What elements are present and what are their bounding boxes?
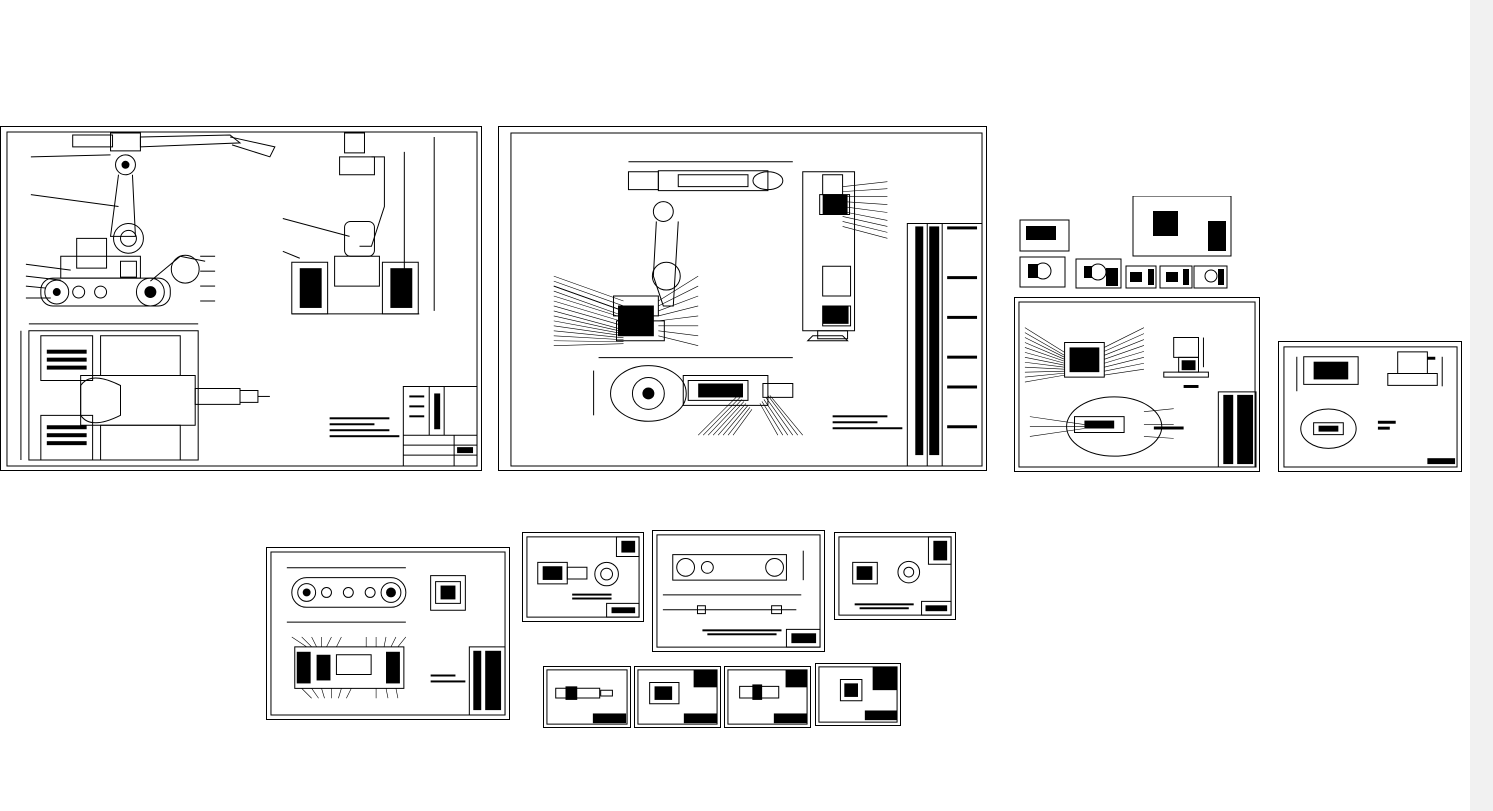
- shaft-part-a-drawing: [523, 533, 643, 621]
- link-plate-drawing: [653, 531, 824, 651]
- wrist-assembly-drawing: [1279, 342, 1461, 471]
- vertical-scrollbar-track[interactable]: [1470, 0, 1493, 811]
- track-chassis-drawing: [267, 548, 509, 719]
- small-parts-drawings: [1018, 196, 1233, 291]
- sheet-small-parts-cluster[interactable]: [1018, 196, 1233, 291]
- sheet-link-plate-part[interactable]: [652, 530, 825, 652]
- sheet-assembly-general-arrangement[interactable]: [0, 126, 482, 471]
- sheet-detail-part-3[interactable]: [724, 666, 811, 728]
- sheet-track-chassis-assembly[interactable]: [266, 547, 510, 720]
- sheet-shaft-part-a[interactable]: [522, 532, 644, 622]
- sheet-shaft-part-b[interactable]: [834, 532, 956, 620]
- base-rotation-drawing: [1015, 298, 1259, 471]
- shaft-part-b-drawing: [835, 533, 955, 619]
- assembly-drawing: [1, 127, 481, 470]
- detail-part-4-drawing: [816, 664, 900, 725]
- detail-part-1-drawing: [544, 667, 630, 727]
- sheet-arm-assembly[interactable]: [498, 126, 987, 471]
- sheet-detail-part-4[interactable]: [815, 663, 901, 726]
- arm-assembly-drawing: [499, 127, 986, 470]
- sheet-base-rotation-assembly[interactable]: [1014, 297, 1260, 472]
- detail-part-3-drawing: [725, 667, 810, 727]
- sheet-detail-part-1[interactable]: [543, 666, 631, 728]
- detail-part-2-drawing: [635, 667, 720, 727]
- sheet-detail-part-2[interactable]: [634, 666, 721, 728]
- sheet-wrist-assembly[interactable]: [1278, 341, 1462, 472]
